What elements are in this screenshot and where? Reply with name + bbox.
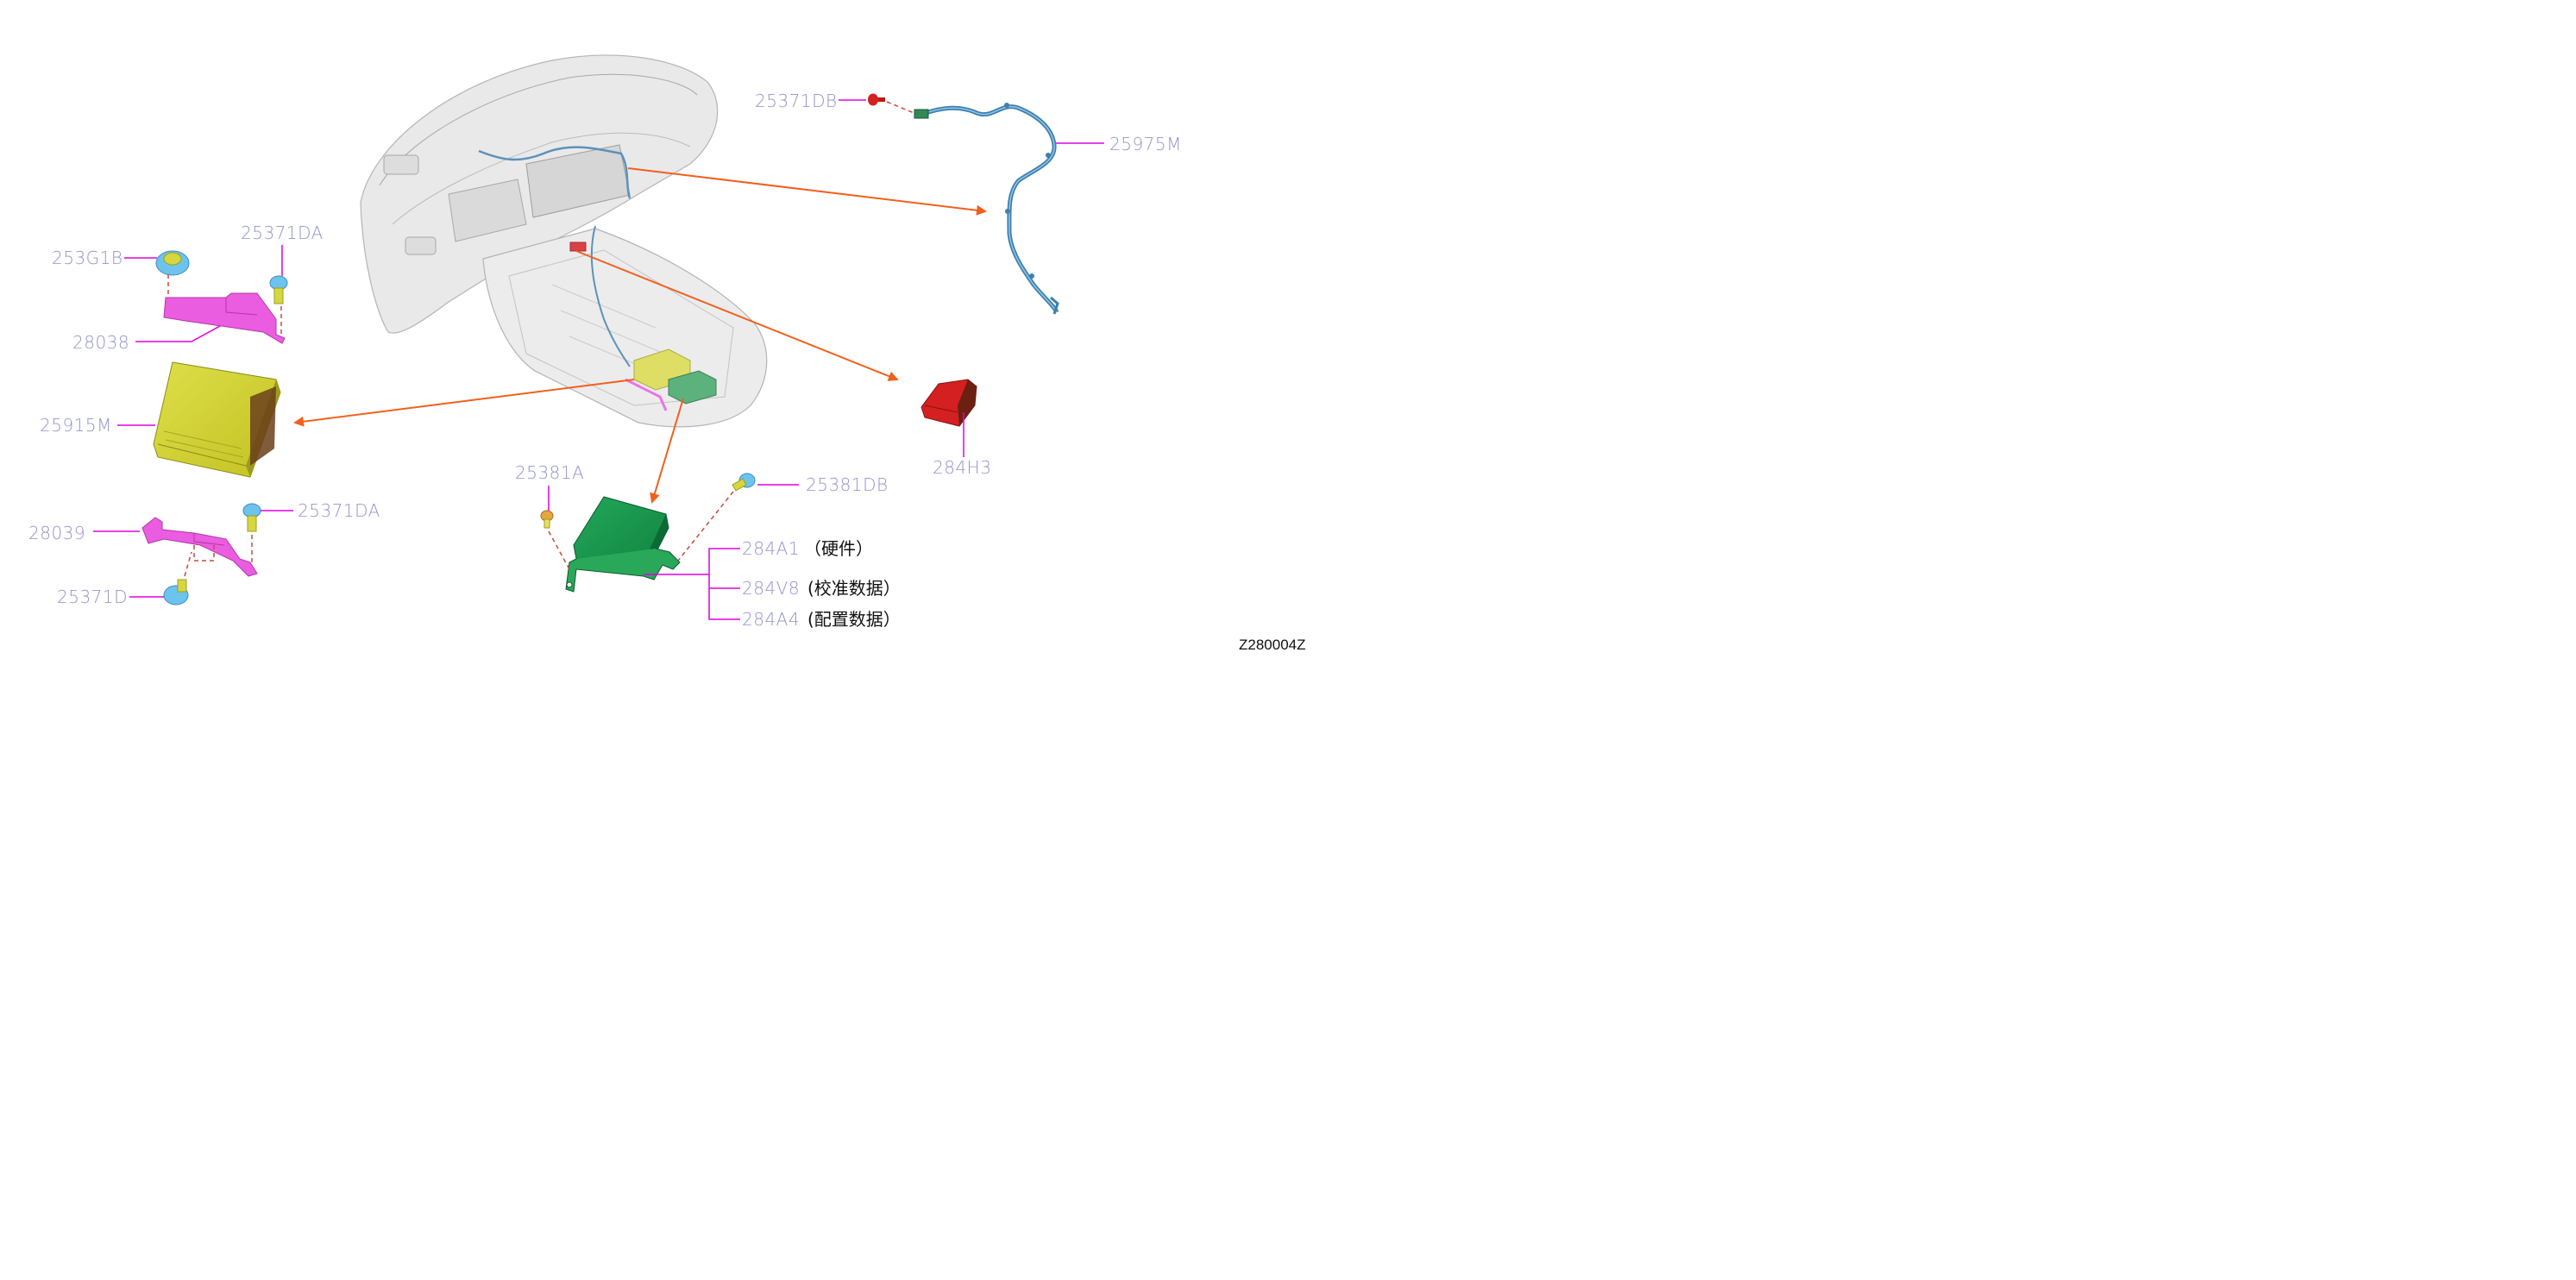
- arrow-to-harness: [627, 167, 987, 216]
- nut-icon-253G1B: [155, 250, 190, 306]
- bracket-icon-28038: [163, 292, 286, 344]
- arrow-to-25915M: [293, 379, 635, 427]
- desc-284A4: (配置数据）: [807, 609, 901, 630]
- label-284V8: 284V8: [742, 578, 800, 599]
- parts-diagram: 25371DB 25975M 253G1B 25371DA 28038 2591…: [28, 54, 1306, 653]
- label-25381DB: 25381DB: [806, 474, 889, 495]
- label-253G1B: 253G1B: [52, 248, 123, 268]
- label-284H3: 284H3: [933, 457, 991, 478]
- control-unit-green-icon: [565, 496, 681, 593]
- bolt-icon-25371D: [163, 551, 192, 605]
- label-25371DA-bottom: 25371DA: [298, 500, 380, 521]
- label-28039: 28039: [28, 523, 85, 543]
- diagram-id: Z280004Z: [1239, 637, 1306, 653]
- arrow-to-284H3: [575, 250, 899, 381]
- label-25371D: 25371D: [57, 587, 128, 607]
- connector-icon-284H3: [920, 379, 977, 427]
- label-28038: 28038: [72, 332, 129, 353]
- desc-284A1: （硬件）: [804, 538, 873, 559]
- wire-harness-icon: [914, 103, 1059, 315]
- label-25915M: 25915M: [40, 415, 112, 436]
- dashboard-assembly-icon: [360, 54, 768, 428]
- control-unit-yellow-icon: [153, 361, 281, 478]
- label-284A1: 284A1: [742, 538, 800, 559]
- desc-284V8: (校准数据）: [807, 578, 901, 599]
- callout-arrows: [293, 167, 987, 504]
- bolt-icon-25371DA-top: [269, 275, 288, 336]
- arrow-to-green-unit: [650, 398, 684, 504]
- label-25371DA-top: 25371DA: [241, 223, 324, 243]
- label-25381A: 25381A: [515, 462, 584, 483]
- leader-lines: [93, 99, 1104, 620]
- label-25371DB: 25371DB: [755, 91, 838, 111]
- label-25975M: 25975M: [1109, 134, 1182, 154]
- screw-icon-25381A: [540, 510, 570, 570]
- clip-icon-25371DB: [868, 93, 917, 115]
- bolt-icon-25381DB: [677, 473, 756, 562]
- bracket-icon-28039: [141, 517, 258, 577]
- label-284A4: 284A4: [742, 609, 800, 630]
- bolt-icon-25371DA-bottom: [242, 503, 261, 566]
